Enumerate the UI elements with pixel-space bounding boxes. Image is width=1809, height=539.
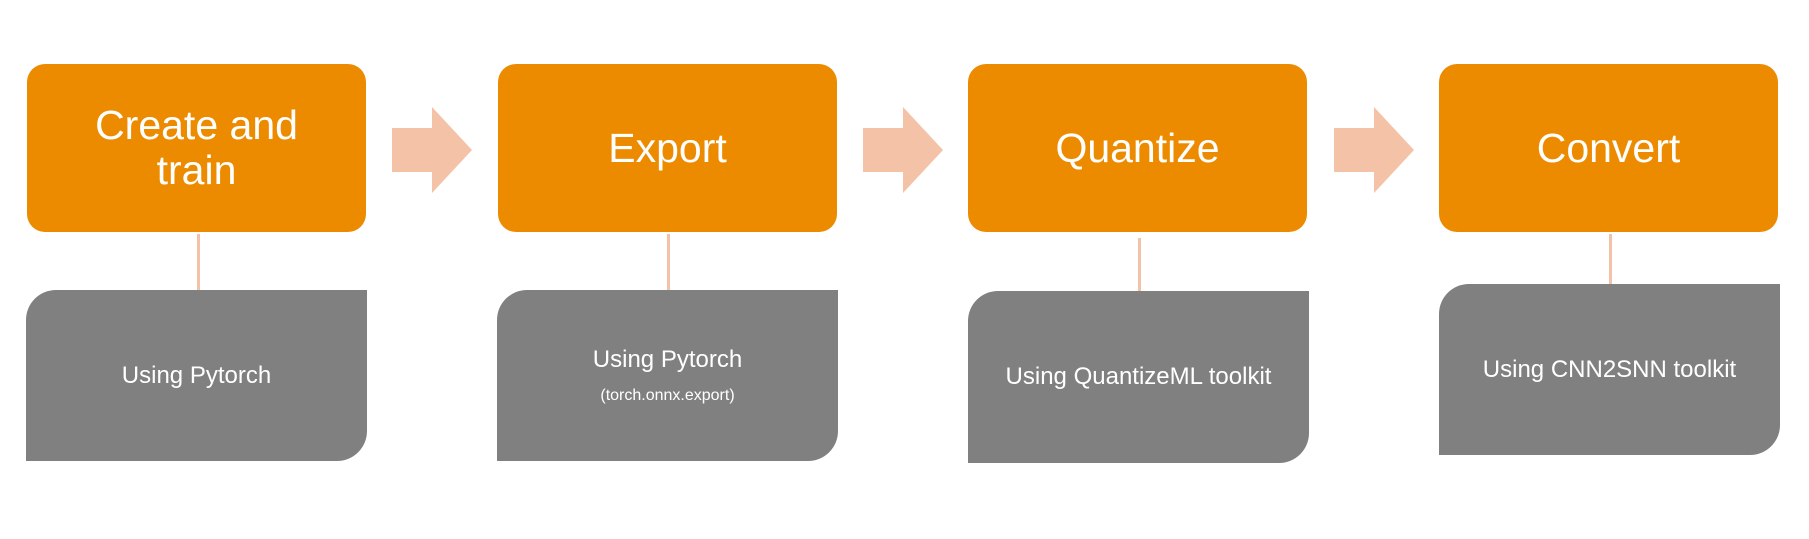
right-chevron-arrow-icon (1334, 107, 1414, 193)
step-description: Using CNN2SNN toolkit (1482, 355, 1737, 383)
step-title-box: Quantize (968, 64, 1307, 232)
step-title: Create and train (95, 102, 298, 193)
step-title-box: Export (498, 64, 837, 232)
step-title: Quantize (1055, 124, 1220, 171)
step-description-box: Using Pytorch (26, 290, 367, 461)
step-title-box: Convert (1439, 64, 1778, 232)
step-title: Export (608, 124, 727, 171)
step-description-box: Using CNN2SNN toolkit (1439, 284, 1780, 455)
step-title-box: Create and train (27, 64, 366, 232)
step-connector (1138, 238, 1141, 291)
step-connector (197, 234, 200, 290)
step-description: Using Pytorch (592, 345, 743, 373)
right-chevron-arrow-icon (392, 107, 472, 193)
step-description: Using Pytorch (121, 361, 272, 389)
step-description: Using QuantizeML toolkit (1005, 363, 1272, 390)
step-connector (667, 234, 670, 290)
step-description-box: Using Pytorch (torch.onnx.export) (497, 290, 838, 461)
step-connector (1609, 234, 1612, 284)
step-note: (torch.onnx.export) (600, 386, 735, 404)
step-description-box: Using QuantizeML toolkit (968, 291, 1309, 463)
step-title: Convert (1536, 124, 1681, 171)
right-chevron-arrow-icon (863, 107, 943, 193)
